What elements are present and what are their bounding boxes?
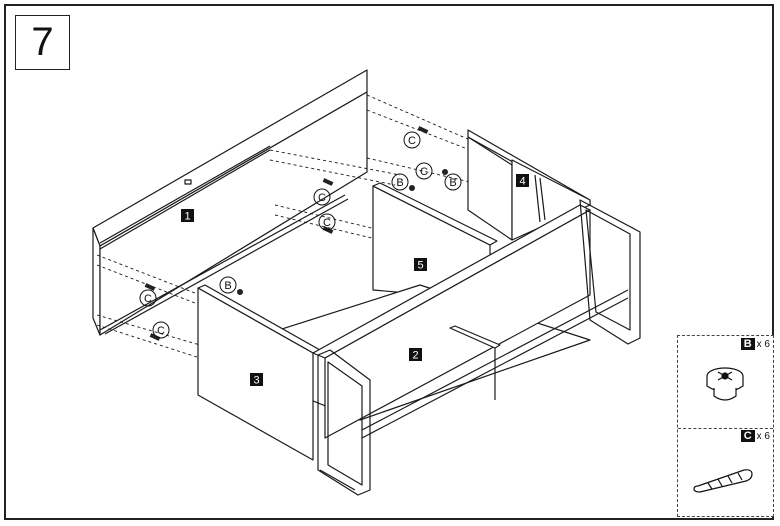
parts-divider bbox=[678, 428, 773, 429]
part-c-letter: C bbox=[740, 430, 755, 442]
panel-label-5: 5 bbox=[414, 258, 427, 272]
dowel-icon bbox=[693, 469, 753, 493]
part-b-letter: B bbox=[740, 338, 755, 350]
panel-3-shape bbox=[197, 284, 321, 461]
panel-label-2: 2 bbox=[409, 348, 422, 362]
panel-label-3: 3 bbox=[250, 373, 263, 387]
callout-c: C bbox=[318, 192, 326, 204]
callout-c: C bbox=[408, 135, 416, 147]
cam-lock-icon bbox=[706, 367, 744, 401]
panel-1-label: 1 bbox=[184, 211, 190, 223]
callout-c: C bbox=[323, 217, 331, 229]
callout-c: C bbox=[157, 325, 165, 337]
callout-b: B bbox=[224, 280, 231, 292]
panel-label-1: 1 bbox=[181, 209, 194, 223]
part-c-tag: C x 6 bbox=[740, 430, 770, 442]
parts-legend: B x 6 C x 6 bbox=[677, 335, 774, 517]
panel-5-label: 5 bbox=[417, 260, 423, 272]
drawing-frame bbox=[4, 4, 774, 520]
panel-1-shape bbox=[92, 69, 368, 336]
callout-b: B bbox=[396, 177, 403, 189]
part-b-tag: B x 6 bbox=[740, 338, 770, 350]
panel-2-label: 2 bbox=[412, 350, 418, 362]
part-b-qty: x 6 bbox=[756, 338, 770, 350]
metal-frame bbox=[317, 199, 641, 496]
callout-c: C bbox=[144, 293, 152, 305]
panel-2-shape bbox=[312, 204, 591, 439]
callout-b: B bbox=[449, 177, 456, 189]
callout-c: C bbox=[420, 166, 428, 178]
panel-4-label: 4 bbox=[519, 176, 525, 188]
step-number: 7 bbox=[15, 15, 70, 70]
panel-label-4: 4 bbox=[516, 174, 529, 188]
panel-3-label: 3 bbox=[253, 375, 259, 387]
part-c-qty: x 6 bbox=[756, 430, 770, 442]
